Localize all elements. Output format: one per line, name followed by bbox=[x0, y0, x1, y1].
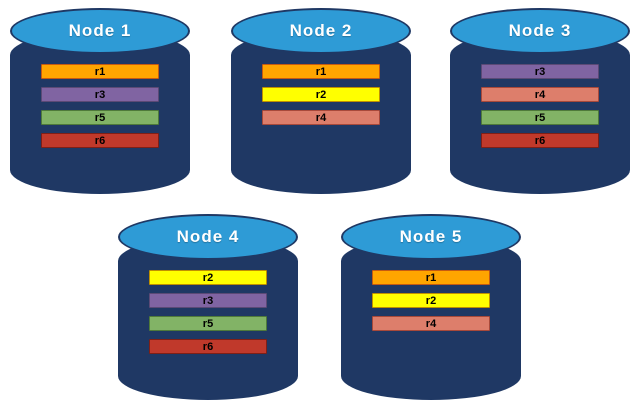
record-bar-r3: r3 bbox=[481, 64, 599, 79]
node-label: Node 4 bbox=[176, 227, 240, 246]
record-bar-r3: r3 bbox=[149, 293, 267, 308]
node-label: Node 3 bbox=[508, 21, 572, 40]
record-bar-r4: r4 bbox=[481, 87, 599, 102]
record-bar-r5: r5 bbox=[481, 110, 599, 125]
cylinder-top: Node 4 bbox=[118, 214, 298, 260]
record-bar-r6: r6 bbox=[481, 133, 599, 148]
record-bar-r5: r5 bbox=[149, 316, 267, 331]
node-label: Node 5 bbox=[399, 227, 463, 246]
cylinder-top: Node 1 bbox=[10, 8, 190, 54]
record-list: r1 r2 r4 bbox=[372, 270, 490, 331]
cylinder-node-5: Node 5 r1 r2 r4 bbox=[341, 214, 521, 400]
record-bar-r1: r1 bbox=[41, 64, 159, 79]
record-list: r3 r4 r5 r6 bbox=[481, 64, 599, 148]
record-bar-r1: r1 bbox=[372, 270, 490, 285]
record-bar-r1: r1 bbox=[262, 64, 380, 79]
cylinder-node-2: Node 2 r1 r2 r4 bbox=[231, 8, 411, 194]
record-list: r1 r2 r4 bbox=[262, 64, 380, 125]
record-bar-r6: r6 bbox=[149, 339, 267, 354]
record-list: r1 r3 r5 r6 bbox=[41, 64, 159, 148]
record-list: r2 r3 r5 r6 bbox=[149, 270, 267, 354]
cylinder-node-1: Node 1 r1 r3 r5 r6 bbox=[10, 8, 190, 194]
record-bar-r3: r3 bbox=[41, 87, 159, 102]
record-bar-r2: r2 bbox=[372, 293, 490, 308]
record-bar-r2: r2 bbox=[149, 270, 267, 285]
record-bar-r4: r4 bbox=[372, 316, 490, 331]
node-label: Node 2 bbox=[289, 21, 353, 40]
record-bar-r4: r4 bbox=[262, 110, 380, 125]
cylinder-node-3: Node 3 r3 r4 r5 r6 bbox=[450, 8, 630, 194]
record-bar-r6: r6 bbox=[41, 133, 159, 148]
cylinder-node-4: Node 4 r2 r3 r5 r6 bbox=[118, 214, 298, 400]
record-bar-r5: r5 bbox=[41, 110, 159, 125]
record-bar-r2: r2 bbox=[262, 87, 380, 102]
cylinder-top: Node 5 bbox=[341, 214, 521, 260]
cylinder-top: Node 2 bbox=[231, 8, 411, 54]
node-label: Node 1 bbox=[68, 21, 132, 40]
cylinder-top: Node 3 bbox=[450, 8, 630, 54]
